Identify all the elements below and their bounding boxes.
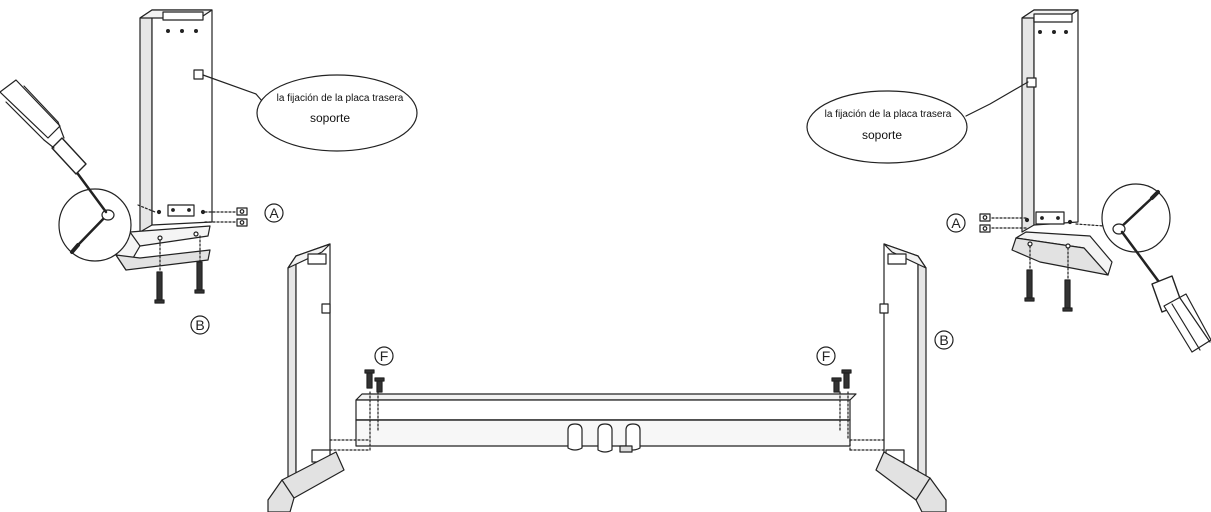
right-callout-line1: la fijación de la placa trasera bbox=[825, 109, 952, 120]
right-top-bracket bbox=[1033, 13, 1073, 23]
right-callout-line2: soporte bbox=[862, 128, 902, 142]
label-badge-left-a bbox=[264, 203, 284, 223]
right-side-panel-detail bbox=[979, 9, 1113, 312]
right-panel-face bbox=[1033, 9, 1079, 226]
right-zoom-circle bbox=[1101, 183, 1171, 253]
left-panel-edge bbox=[139, 9, 153, 233]
label-right-b: B bbox=[939, 332, 948, 348]
main-right-side-panel bbox=[875, 243, 947, 512]
left-nuts-a bbox=[204, 207, 248, 227]
main-right-foot bbox=[875, 451, 947, 512]
left-callout-bubble bbox=[256, 74, 418, 152]
left-panel-face bbox=[151, 9, 213, 226]
left-screws-b bbox=[154, 235, 205, 304]
right-callout-bubble bbox=[806, 90, 968, 164]
label-badge-right-a bbox=[946, 213, 966, 233]
pedal-box bbox=[355, 393, 857, 453]
label-badge-left-f bbox=[374, 346, 394, 366]
left-backplate-fixing bbox=[193, 69, 204, 80]
left-top-bracket bbox=[162, 11, 204, 21]
label-left-a: A bbox=[269, 205, 279, 221]
label-left-b: B bbox=[195, 317, 204, 333]
right-bottom-bracket bbox=[1035, 211, 1065, 225]
main-left-side-panel bbox=[267, 243, 345, 512]
right-nuts-a bbox=[979, 213, 1027, 233]
right-screws-b bbox=[1024, 245, 1073, 312]
left-callout-line1: la fijación de la placa trasera bbox=[277, 93, 404, 104]
main-left-foot bbox=[267, 451, 345, 512]
left-side-panel-detail bbox=[115, 9, 248, 304]
left-callout bbox=[202, 74, 418, 152]
left-screwdriver bbox=[73, 168, 108, 214]
right-screwdriver bbox=[1120, 230, 1164, 288]
main-connectors bbox=[329, 391, 885, 451]
right-screws-f bbox=[831, 369, 852, 393]
left-zoom-circle bbox=[58, 188, 132, 262]
right-callout bbox=[806, 81, 1029, 164]
label-right-f: F bbox=[822, 348, 831, 364]
right-backplate-fixing bbox=[1026, 77, 1037, 88]
label-badge-right-f bbox=[816, 346, 836, 366]
label-badge-right-b bbox=[934, 330, 954, 350]
left-callout-line2: soporte bbox=[310, 111, 350, 125]
label-badge-left-b bbox=[190, 315, 210, 335]
left-screws-f bbox=[364, 369, 385, 393]
label-right-a: A bbox=[951, 215, 961, 231]
left-zoom-detail bbox=[0, 79, 156, 262]
label-left-f: F bbox=[380, 348, 389, 364]
left-bottom-bracket bbox=[167, 204, 195, 217]
right-panel-edge bbox=[1021, 9, 1035, 233]
right-zoom-detail bbox=[1075, 183, 1211, 353]
pedals bbox=[567, 423, 641, 453]
